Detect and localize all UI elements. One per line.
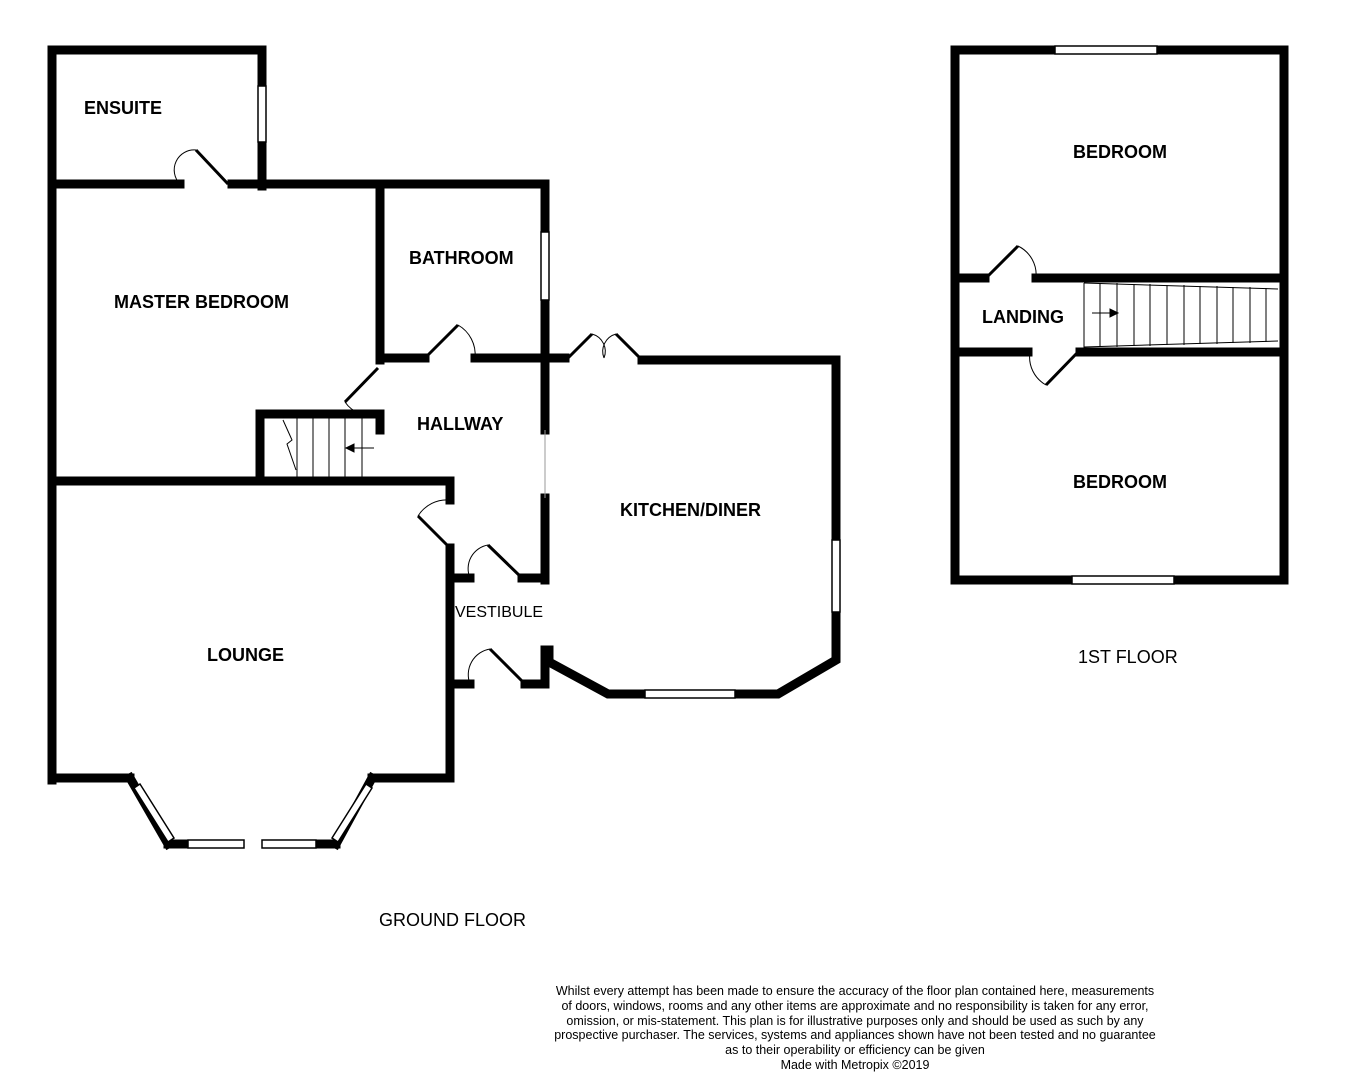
room-label-landing: LANDING <box>982 307 1064 327</box>
disclaimer-line: Whilst every attempt has been made to en… <box>555 984 1155 998</box>
disclaimer: Whilst every attempt has been made to en… <box>530 984 1180 1073</box>
ground-floor-windows <box>132 85 841 849</box>
first-floor-walls <box>950 45 1289 585</box>
disclaimer-line: of doors, windows, rooms and any other i… <box>561 998 1149 1013</box>
first-floor-stairs <box>1083 282 1279 348</box>
first-floor-doors <box>984 244 1080 387</box>
room-label-master-bedroom: MASTER BEDROOM <box>114 292 289 312</box>
room-label-bedroom-lower: BEDROOM <box>1073 472 1167 492</box>
room-label-kitchen-diner: KITCHEN/DINER <box>620 500 762 520</box>
first-floor-caption: 1ST FLOOR <box>1078 647 1178 667</box>
room-label-hallway: HALLWAY <box>417 414 504 434</box>
ground-floor-doors <box>173 148 642 686</box>
ground-floor-stairs <box>282 418 374 477</box>
ground-floor-walls <box>47 45 841 851</box>
disclaimer-line: omission, or mis-statement. This plan is… <box>566 1013 1144 1028</box>
room-label-lounge: LOUNGE <box>207 645 285 665</box>
metropix-credit: Made with Metropix ©2019 <box>780 1057 930 1072</box>
first-floor-windows <box>1054 45 1175 585</box>
ground-floor-caption: GROUND FLOOR <box>379 910 527 930</box>
disclaimer-line: prospective purchaser. The services, sys… <box>554 1028 1156 1043</box>
room-label-bathroom: BATHROOM <box>409 248 514 268</box>
room-label-bedroom-upper: BEDROOM <box>1073 142 1167 162</box>
disclaimer-line: as to their operability or efficiency ca… <box>725 1043 985 1058</box>
room-label-ensuite: ENSUITE <box>84 98 163 118</box>
room-label-vestibule: VESTIBULE <box>455 604 544 621</box>
